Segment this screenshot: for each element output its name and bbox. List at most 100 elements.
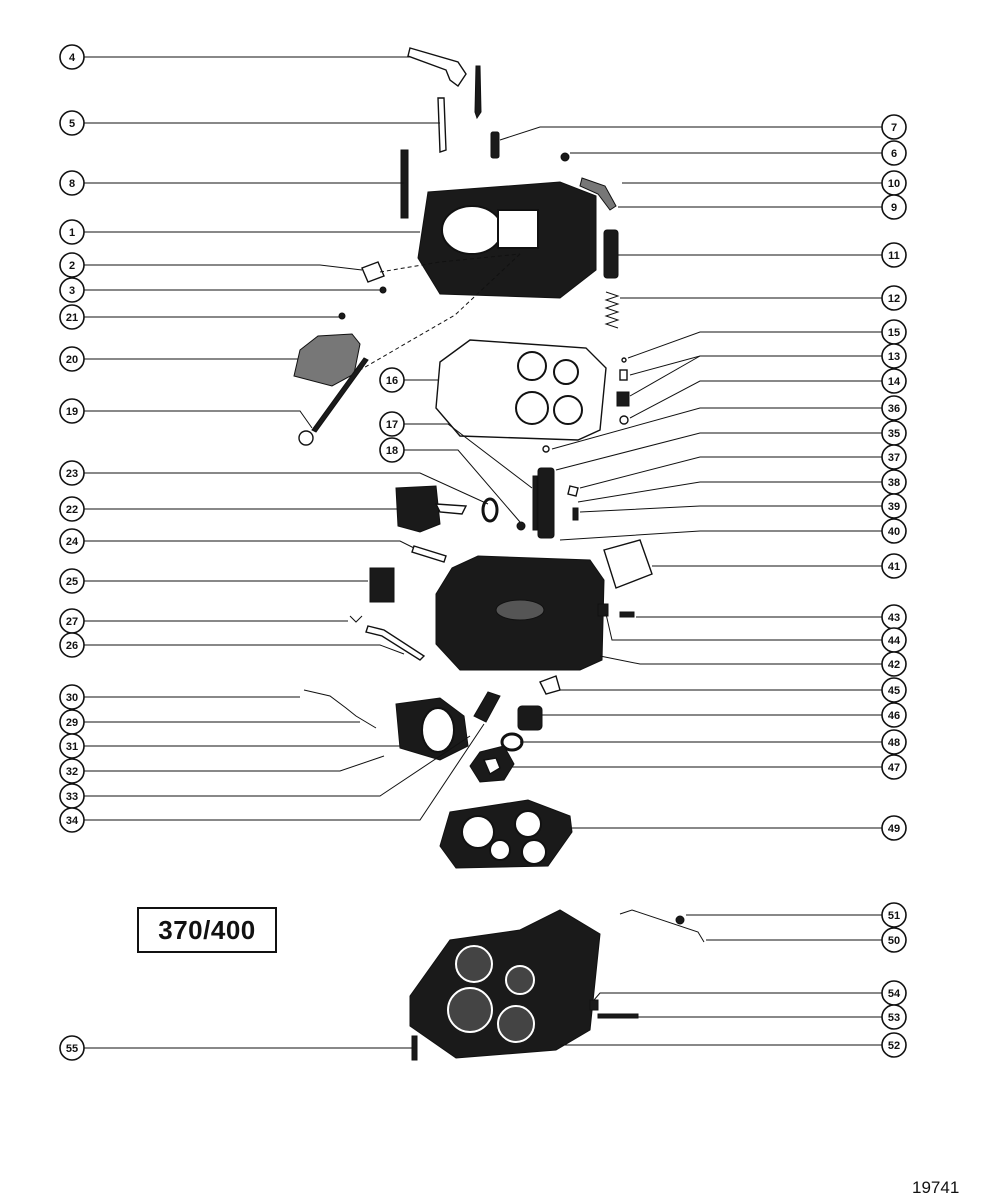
part-pull-off-cap [421,707,455,753]
callout-2: 2 [59,252,85,278]
callout-21: 21 [59,304,85,330]
part-jet [603,229,619,279]
svg-text:9: 9 [891,202,897,214]
svg-text:35: 35 [888,428,900,440]
callout-55: 55 [59,1035,85,1061]
part-ball-36 [542,445,550,453]
svg-text:16: 16 [386,375,398,387]
callout-40: 40 [881,518,907,544]
svg-text:38: 38 [888,477,900,489]
svg-text:45: 45 [888,685,900,697]
part-base-gasket-hole-3 [489,839,511,861]
callout-15: 15 [881,319,907,345]
part-choke-housing-arm [434,503,468,515]
part-pump-plunger [537,467,555,539]
svg-text:17: 17 [386,419,398,431]
callout-30: 30 [59,684,85,710]
part-choke-lever [407,47,467,88]
callout-23: 23 [59,460,85,486]
callout-47: 47 [881,754,907,780]
part-illustrations [293,47,705,1061]
svg-text:23: 23 [66,468,78,480]
part-filter-46 [517,705,543,731]
part-throttle-bore-2 [447,987,493,1033]
callout-27: 27 [59,608,85,634]
part-link-24 [411,545,447,563]
callout-4: 4 [59,44,85,70]
svg-text:31: 31 [66,741,78,753]
callout-34: 34 [59,807,85,833]
callout-26: 26 [59,632,85,658]
part-base-gasket-hole-4 [521,839,547,865]
callout-43: 43 [881,604,907,630]
callout-24: 24 [59,528,85,554]
part-screw-7 [490,131,500,159]
svg-text:29: 29 [66,717,78,729]
svg-text:6: 6 [891,148,897,160]
svg-text:2: 2 [69,260,75,272]
part-ball-15 [621,357,627,363]
callouts-inner: 16 17 18 [379,367,405,463]
callout-36: 36 [881,395,907,421]
part-gasket-hole-2 [553,359,579,385]
part-inlet-nut-hex [483,757,501,776]
part-throttle-bore-1 [455,945,493,983]
part-retainer [616,391,630,407]
part-clip [361,261,385,283]
callout-18: 18 [379,437,405,463]
svg-text:27: 27 [66,616,78,628]
svg-text:26: 26 [66,640,78,652]
svg-text:24: 24 [66,536,79,548]
callout-46: 46 [881,702,907,728]
part-hose [473,691,501,723]
part-throttle-bore-3 [505,965,535,995]
part-screw-39 [572,507,579,521]
callout-16: 16 [379,367,405,393]
callout-45: 45 [881,677,907,703]
part-screw-6 [560,152,570,162]
callout-52: 52 [881,1032,907,1058]
callout-29: 29 [59,709,85,735]
part-screw-53 [597,1013,639,1019]
callouts-right-column: 7 6 10 9 11 12 15 13 14 36 35 37 38 39 4… [881,114,907,1058]
part-float [603,539,653,589]
part-rod-17 [532,475,538,531]
part-screw-43 [619,611,635,618]
callout-49: 49 [881,815,907,841]
callout-51: 51 [881,902,907,928]
callout-39: 39 [881,493,907,519]
svg-text:43: 43 [888,612,900,624]
part-ring-14 [619,415,629,425]
svg-text:47: 47 [888,762,900,774]
part-throttle-bore-4 [497,1005,535,1043]
leader-lines [84,56,882,1049]
svg-text:32: 32 [66,766,78,778]
svg-text:18: 18 [386,445,398,457]
svg-text:14: 14 [888,376,901,388]
svg-text:1: 1 [69,227,75,239]
svg-text:33: 33 [66,791,78,803]
callout-44: 44 [881,627,907,653]
callout-13: 13 [881,343,907,369]
callout-1: 1 [59,219,85,245]
part-pin [474,65,482,120]
svg-text:25: 25 [66,576,78,588]
callout-17: 17 [379,411,405,437]
part-long-rod [311,357,369,433]
part-gasket-top [435,339,607,441]
part-main-body-bore [495,599,545,621]
svg-text:20: 20 [66,354,78,366]
callout-42: 42 [881,651,907,677]
callout-6: 6 [881,140,907,166]
callout-53: 53 [881,1004,907,1030]
callout-31: 31 [59,733,85,759]
svg-text:4: 4 [69,52,76,64]
part-clip-37 [567,485,579,497]
callout-12: 12 [881,285,907,311]
part-screw-54 [589,999,599,1011]
part-spring [604,291,620,329]
svg-text:55: 55 [66,1043,78,1055]
model-label: 370/400 [158,914,256,945]
svg-text:11: 11 [888,250,900,262]
svg-text:12: 12 [888,293,900,305]
